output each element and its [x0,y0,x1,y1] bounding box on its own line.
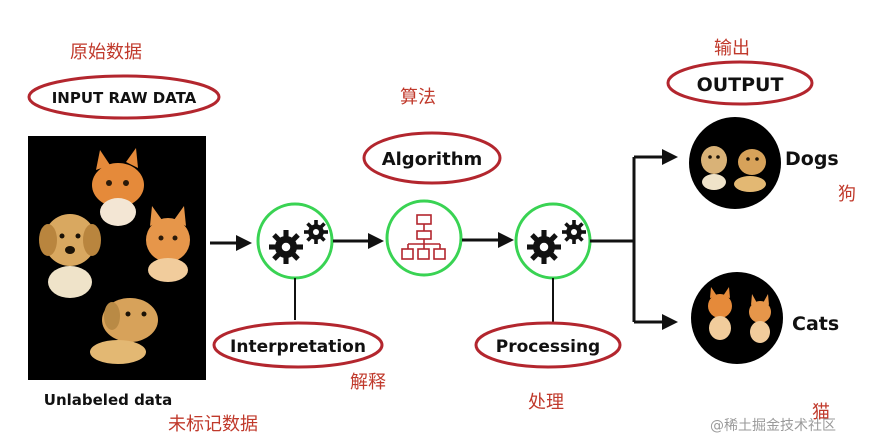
dogs-label: Dogs [785,148,839,170]
dog-image-bottom [90,298,158,364]
cats-label: Cats [792,313,839,335]
processing-pill-text: Processing [496,337,600,357]
kitten-image-top [92,148,144,226]
dogs-label-cn: 狗 [838,184,856,205]
unlabeled-data-caption: Unlabeled data [44,391,172,409]
org-chart-icon [401,214,446,260]
algorithm-pill: Algorithm [362,131,502,185]
dog-image-small-right [734,149,766,192]
cats-output-image [691,272,783,364]
unlabeled-data-caption-cn: 未标记数据 [168,414,258,435]
unlabeled-data-image [28,136,206,380]
interpretation-label-cn: 解释 [350,372,386,393]
cat-image-small-left [708,287,732,340]
output-label-cn: 输出 [714,38,750,59]
cat-image-small-right [749,294,771,343]
processing-pill: Processing [474,321,622,369]
input-label-cn: 原始数据 [70,42,142,63]
dogs-output-image [689,117,781,209]
arrow-interpretation-to-algorithm [333,233,384,249]
interpretation-pill-text: Interpretation [230,337,366,357]
algorithm-node [385,199,463,277]
input-raw-data-pill: INPUT RAW DATA [27,74,221,120]
output-pill: OUTPUT [666,60,814,106]
cats-label-cn: 猫 [812,402,830,423]
processing-label-cn: 处理 [528,392,564,413]
algorithm-pill-text: Algorithm [382,149,483,170]
output-branch-connector [590,149,678,330]
processing-node [514,202,592,280]
watermark-text: @稀土掘金技术社区 [710,418,836,434]
input-pill-text: INPUT RAW DATA [52,89,197,107]
algorithm-label-cn: 算法 [400,87,436,108]
output-pill-text: OUTPUT [697,74,784,96]
interpretation-node [256,202,334,280]
kitten-image-right [146,206,190,282]
dog-image-small-left [701,146,727,190]
interpretation-pill: Interpretation [212,321,384,369]
arrow-input-to-interpretation [210,235,252,251]
arrow-algorithm-to-processing [462,232,514,248]
puppy-image-left [39,214,101,298]
